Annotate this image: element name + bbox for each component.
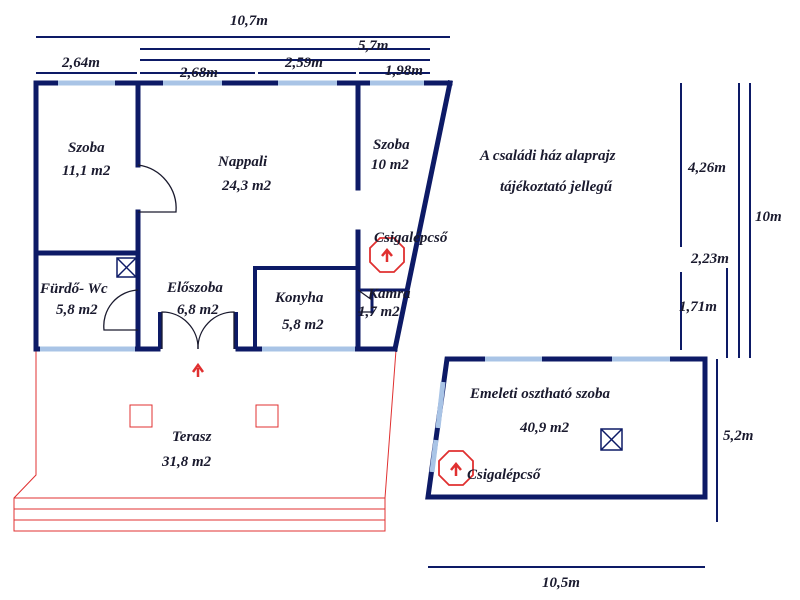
dim-total-width: 10,7m <box>230 13 268 29</box>
room-labels: Szoba 11,1 m2 Nappali 24,3 m2 Szoba 10 m… <box>39 137 449 470</box>
room-kamra-area: 1,7 m2 <box>358 304 400 320</box>
door-szoba1 <box>137 164 177 213</box>
plan-title-line1: A családi ház alaprajz <box>479 148 616 164</box>
shaft-upper-box <box>600 428 623 451</box>
stair-upper-label: Csigalépcső <box>467 467 542 483</box>
dim-upper-width: 5,7m <box>358 38 388 54</box>
room-emeleti-area: 40,9 m2 <box>519 420 570 436</box>
entrance-arrow <box>191 362 205 377</box>
right-dimensions: 4,26m 2,23m 1,71m 10m <box>679 83 782 358</box>
top-dimensions: 10,7m 5,7m 2,64m 2,68m 2,59m 1,98m <box>36 13 450 81</box>
windows <box>40 80 424 352</box>
room-konyha-area: 5,8 m2 <box>282 317 324 333</box>
room-konyha-name: Konyha <box>274 290 324 306</box>
room-nappali-name: Nappali <box>217 154 268 170</box>
shaft-upper-x2 <box>600 428 623 451</box>
dim-w2: 2,68m <box>179 65 218 81</box>
door-furdo <box>103 289 139 331</box>
room-szoba1-name: Szoba <box>68 140 105 156</box>
dim-upper-room-width: 10,5m <box>542 575 580 591</box>
terrace-pillar-right <box>255 404 279 428</box>
room-emeleti-name: Emeleti osztható szoba <box>469 386 611 402</box>
dim-h2: 2,23m <box>690 251 729 267</box>
room-eloszoba-name: Előszoba <box>166 280 223 296</box>
room-nappali-area: 24,3 m2 <box>221 178 272 194</box>
stair-ground <box>369 237 405 273</box>
door-kamra <box>357 289 373 313</box>
terrace <box>13 349 397 532</box>
door-entrance-left <box>161 311 199 350</box>
room-kamra-name: Kamra <box>367 286 411 302</box>
shaft-ground <box>116 257 137 278</box>
room-szoba2-name: Szoba <box>373 137 410 153</box>
dim-w1: 2,64m <box>61 55 100 71</box>
door-frame-right <box>234 312 238 349</box>
upper-window-left-2 <box>429 439 439 473</box>
doors <box>103 164 373 350</box>
upper-window-left-1 <box>435 381 446 429</box>
dim-h1: 4,26m <box>687 160 726 176</box>
door-entrance-right <box>197 311 235 350</box>
stair-ground-label: Csigalépcső <box>374 230 449 246</box>
room-terasz-name: Terasz <box>172 429 212 445</box>
dim-total-height: 10m <box>755 209 782 225</box>
terrace-pillar-left <box>129 404 153 428</box>
room-szoba2-area: 10 m2 <box>371 157 409 173</box>
wall-right-slant <box>392 80 453 352</box>
stair-upper-arrow <box>450 462 462 476</box>
dim-h3: 1,71m <box>679 299 717 315</box>
shaft-ground-x2 <box>116 257 137 278</box>
room-szoba1-area: 11,1 m2 <box>62 163 111 179</box>
shaft-ground-box <box>116 257 137 278</box>
upper-room: 5,2m 10,5m Emeleti osztható szoba 40,9 m… <box>425 356 753 591</box>
room-furdo-name: Fürdő- Wc <box>39 281 108 297</box>
room-eloszoba-area: 6,8 m2 <box>177 302 219 318</box>
plan-title-line2: tájékoztató jellegű <box>500 179 613 195</box>
room-furdo-area: 5,8 m2 <box>56 302 98 318</box>
stair-upper-octagon <box>438 450 474 486</box>
dim-w4: 1,98m <box>385 63 423 79</box>
dim-w3: 2,59m <box>284 55 323 71</box>
door-frame-left <box>158 312 162 349</box>
stair-ground-octagon <box>369 237 405 273</box>
dim-upper-room-height: 5,2m <box>723 428 753 444</box>
stair-ground-arrow <box>381 248 393 262</box>
room-terasz-area: 31,8 m2 <box>161 454 212 470</box>
